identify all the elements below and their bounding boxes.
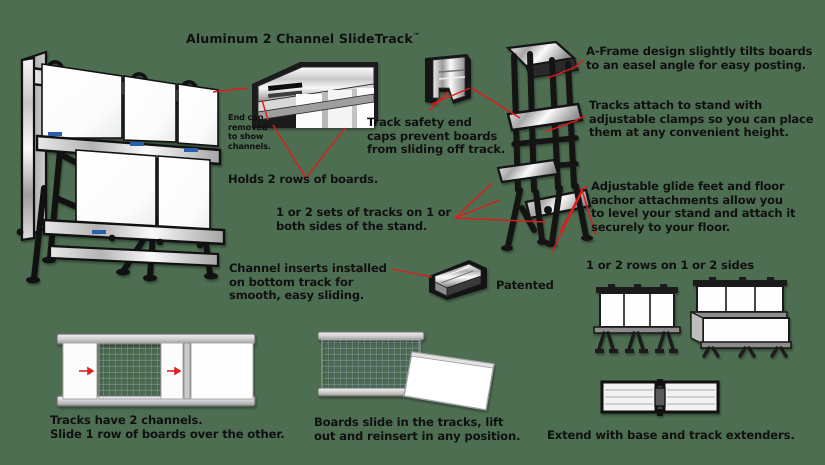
- figure-main-stand: [4, 38, 232, 286]
- callout-glide-feet: Adjustable glide feet and floor anchor a…: [591, 179, 796, 234]
- figure-channel-insert: [425, 258, 491, 304]
- callout-track-sets: 1 or 2 sets of tracks on 1 or both sides…: [276, 205, 452, 233]
- figure-frame-skeleton: [482, 40, 594, 262]
- base-extender-illustration: [600, 379, 720, 416]
- figure-track-cutaway: [248, 58, 384, 144]
- track-cutaway-illustration: [252, 62, 378, 128]
- main-stand-illustration: [16, 50, 226, 284]
- callout-safety-caps: Track safety end caps prevent boards fro…: [367, 115, 506, 157]
- end-cap-illustration: [425, 54, 471, 104]
- frame-skeleton-illustration: [496, 40, 593, 251]
- page-title: Aluminum 2 Channel SlideTrack™: [186, 30, 420, 46]
- trademark-symbol: ™: [412, 32, 420, 40]
- callout-holds-two-rows: Holds 2 rows of boards.: [228, 172, 379, 186]
- stand-one-row-illustration: [593, 284, 681, 353]
- caption-tracks-channels: Tracks have 2 channels. Slide 1 row of b…: [50, 413, 285, 441]
- figure-base-extender: [600, 378, 722, 416]
- callout-end-cap: End cap removed to show channels.: [228, 112, 271, 151]
- figure-stand-one-row: [586, 283, 686, 355]
- page-title-text: Aluminum 2 Channel SlideTrack: [186, 31, 413, 47]
- channel-insert-illustration: [429, 260, 487, 300]
- caption-boards-slide: Boards slide in the tracks, lift out and…: [314, 415, 521, 443]
- callout-a-frame: A-Frame design slightly tilts boards to …: [586, 44, 813, 72]
- callout-clamps: Tracks attach to stand with adjustable c…: [589, 98, 814, 140]
- slide-demo-illustration: [56, 333, 256, 407]
- figure-stand-two-rows: [683, 276, 795, 358]
- callout-channel-inserts: Channel inserts installed on bottom trac…: [229, 261, 387, 303]
- figure-board-lift-demo: [316, 330, 506, 412]
- figure-slide-demo: [55, 330, 257, 410]
- board-lift-illustration: [317, 331, 495, 411]
- callout-rows-sides: 1 or 2 rows on 1 or 2 sides: [586, 258, 754, 272]
- stand-two-rows-illustration: [690, 277, 792, 358]
- callout-patented: Patented: [496, 278, 554, 292]
- figure-end-cap: [423, 52, 475, 110]
- caption-extenders: Extend with base and track extenders.: [547, 428, 795, 442]
